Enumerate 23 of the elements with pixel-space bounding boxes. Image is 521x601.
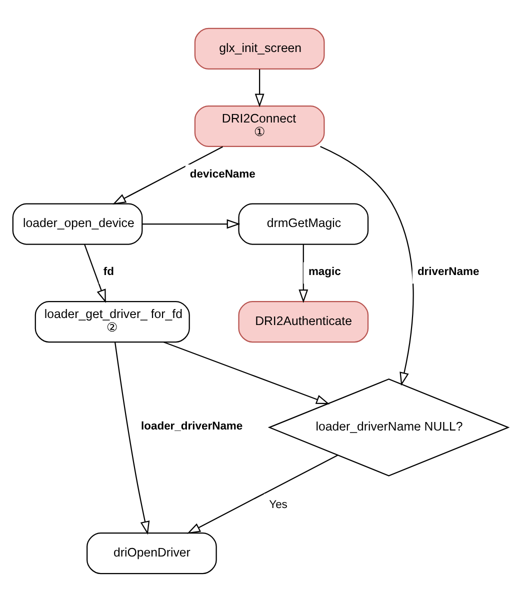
arrow xyxy=(112,146,223,204)
node-box: DRI2Authenticate xyxy=(238,300,369,342)
node-box: driOpenDriver xyxy=(86,532,217,574)
arrow xyxy=(298,244,308,303)
arrow xyxy=(164,341,330,404)
arrow xyxy=(84,244,106,302)
edge-label: magic xyxy=(308,266,341,278)
edge-label: deviceName xyxy=(190,168,256,180)
node-box: loader_get_driver_ for_fd ② xyxy=(34,300,190,342)
node-box: loader_open_device xyxy=(12,202,143,244)
arrow xyxy=(142,218,240,228)
edge-label: fd xyxy=(103,266,114,278)
node-box: glx_init_screen xyxy=(194,27,325,70)
edge-label: driverName xyxy=(417,266,480,278)
arrow xyxy=(114,342,150,534)
edge-label: loader_driverName xyxy=(141,420,243,432)
arrow xyxy=(186,454,338,534)
arrow xyxy=(320,146,414,386)
node-box: drmGetMagic xyxy=(238,202,369,244)
edge-label: Yes xyxy=(269,498,288,510)
node-box: DRI2Connect ① xyxy=(194,104,325,147)
node-diamond: loader_driverName NULL? xyxy=(268,378,510,476)
arrow xyxy=(254,68,264,107)
